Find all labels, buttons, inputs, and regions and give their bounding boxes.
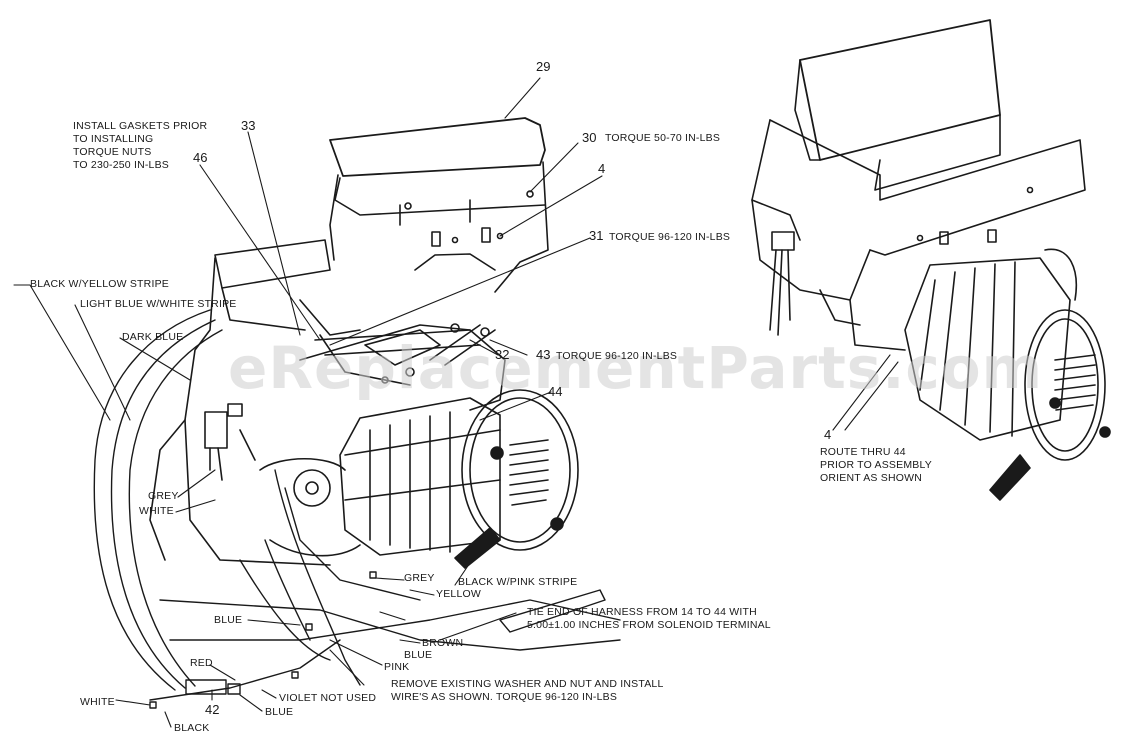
right-view-assembly [751,19,1111,501]
callout-33: 33 [241,118,256,133]
callout-4-right: 4 [824,427,832,442]
callout-42: 42 [205,702,220,717]
note-torque-30: TORQUE 50-70 IN-LBS [605,132,721,144]
wiring-harness [93,309,621,709]
callout-31: 31 [589,228,604,243]
wire-brown-label: BROWN [422,637,464,649]
wire-pink-label: PINK [384,661,410,673]
wire-blue-label-mid: BLUE [214,614,243,626]
note-install-gaskets: INSTALL GASKETS PRIOR TO INSTALLING TORQ… [73,120,208,171]
note-torque-43: TORQUE 96-120 IN-LBS [556,350,678,362]
blower-housing [149,239,506,566]
linkage-rods [314,323,496,386]
callout-44: 44 [548,384,563,399]
wire-white-label-left: WHITE [139,505,174,517]
callout-29: 29 [536,59,551,74]
leader-lines-left [13,77,603,728]
wire-yellow-label: YELLOW [436,588,481,600]
wire-violet-label: VIOLET NOT USED [279,692,377,704]
wire-blue-label-bottom: BLUE [265,706,294,718]
wire-white-label-bottom: WHITE [80,696,115,708]
wire-black-label-bottom: BLACK [174,722,210,734]
note-torque-31: TORQUE 96-120 IN-LBS [609,231,731,243]
wire-red-label: RED [190,657,213,669]
watermark: eReplacementParts.com [228,334,1044,402]
callout-43: 43 [536,347,551,362]
wire-blue-label-low: BLUE [404,649,433,661]
wire-light-blue-label: LIGHT BLUE W/WHITE STRIPE [80,298,237,310]
leader-lines-right [832,354,899,431]
wire-dark-blue-label: DARK BLUE [122,331,184,343]
wire-black-yellow-label: BLACK W/YELLOW STRIPE [30,278,169,290]
wire-grey-label-left: GREY [148,490,179,502]
note-tie-end: TIE END OF HARNESS FROM 14 TO 44 WITH 5.… [527,606,771,631]
note-remove-washer: REMOVE EXISTING WASHER AND NUT AND INSTA… [391,678,664,703]
wire-grey-label-bottom: GREY [404,572,435,584]
callout-32: 32 [495,347,510,362]
callout-30: 30 [582,130,597,145]
callout-4: 4 [598,161,606,176]
callout-46: 46 [193,150,208,165]
wire-black-pink-label: BLACK W/PINK STRIPE [458,576,578,588]
solenoid [204,403,256,481]
motor-part-44 [339,389,579,569]
note-route-thru: ROUTE THRU 44 PRIOR TO ASSEMBLY ORIENT A… [820,446,932,484]
bracket-part-29 [329,117,549,293]
